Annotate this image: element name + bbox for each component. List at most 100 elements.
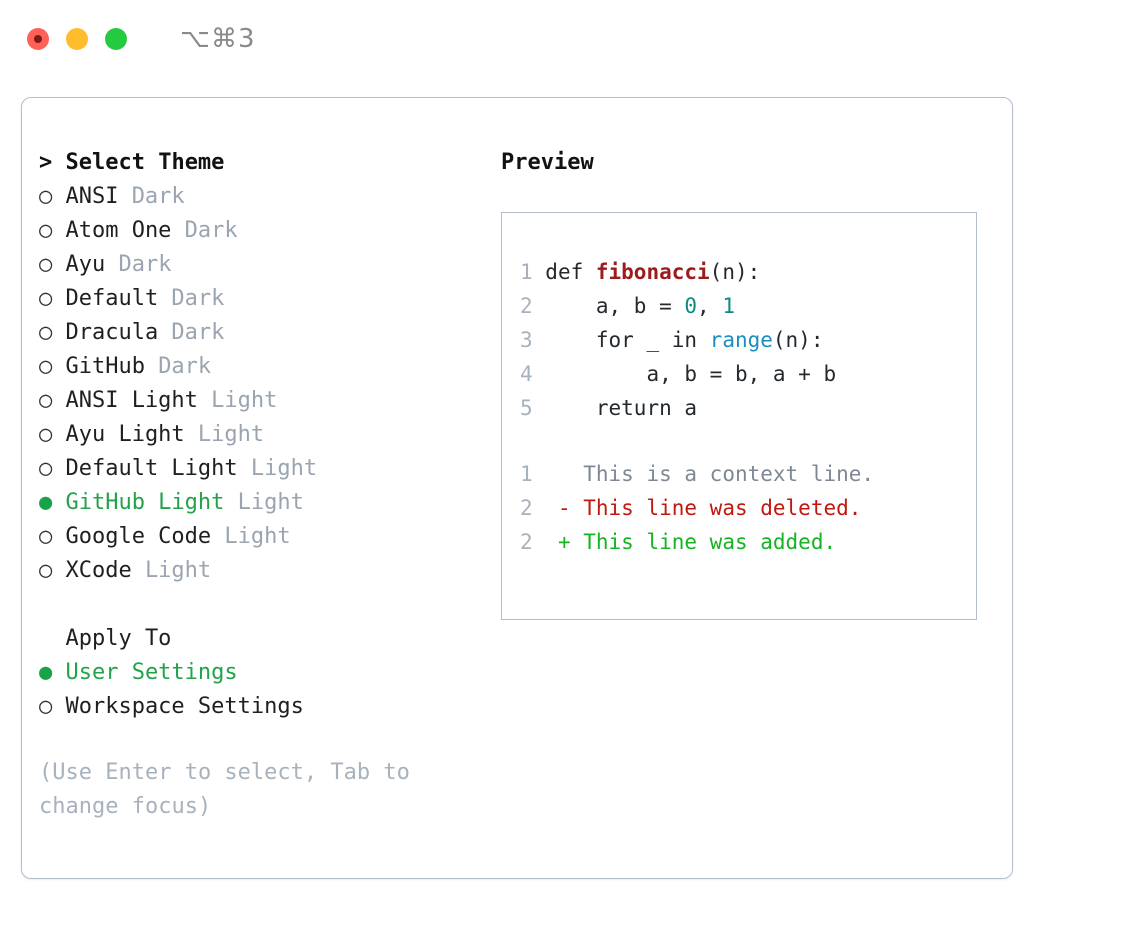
theme-list-item[interactable]: ○ Google Code Light bbox=[39, 520, 489, 554]
theme-variant-tag: Dark bbox=[171, 286, 225, 311]
theme-list-item[interactable]: ○ GitHub Dark bbox=[39, 350, 489, 384]
theme-picker: >Select Theme ○ ANSI Dark○ Atom One Dark… bbox=[39, 146, 489, 824]
window-controls bbox=[27, 28, 127, 50]
theme-list-item[interactable]: ○ Atom One Dark bbox=[39, 214, 489, 248]
theme-name: XCode bbox=[65, 558, 132, 583]
apply-to-title: Apply To bbox=[65, 626, 172, 651]
theme-list-item[interactable]: ○ ANSI Light Light bbox=[39, 384, 489, 418]
theme-picker-header: > Select Theme bbox=[39, 146, 489, 180]
zoom-button[interactable] bbox=[105, 28, 127, 50]
radio-unselected-icon: ○ bbox=[39, 320, 53, 345]
theme-variant-tag: Light bbox=[144, 558, 212, 583]
theme-name: Google Code bbox=[65, 524, 212, 549]
code-token-fn: fibonacci bbox=[595, 260, 710, 284]
code-token-plain: (n): bbox=[709, 260, 761, 284]
apply-to-label: User Settings bbox=[65, 660, 238, 685]
diff-line: 2 - This line was deleted. bbox=[520, 491, 976, 525]
diff-text: This is a context line. bbox=[583, 462, 875, 486]
theme-name: Default bbox=[65, 286, 159, 311]
radio-unselected-icon: ○ bbox=[39, 184, 53, 209]
theme-variant-tag: Light bbox=[224, 524, 291, 549]
theme-name: GitHub Light bbox=[65, 490, 225, 515]
theme-name: Dracula bbox=[65, 320, 159, 345]
code-line: 5 return a bbox=[520, 391, 976, 425]
code-line-number: 1 bbox=[520, 260, 533, 284]
radio-unselected-icon: ○ bbox=[39, 354, 53, 379]
code-token-plain: return a bbox=[545, 396, 698, 420]
code-diff-spacer bbox=[520, 425, 976, 457]
diff-line: 2 + This line was added. bbox=[520, 525, 976, 559]
apply-to-list: ● User Settings○ Workspace Settings bbox=[39, 656, 489, 724]
theme-list: ○ ANSI Dark○ Atom One Dark○ Ayu Dark○ De… bbox=[39, 180, 489, 588]
theme-variant-tag: Dark bbox=[118, 252, 172, 277]
theme-name: GitHub bbox=[65, 354, 145, 379]
theme-variant-tag: Dark bbox=[131, 184, 185, 209]
radio-unselected-icon: ○ bbox=[39, 388, 53, 413]
radio-selected-icon: ● bbox=[39, 660, 53, 685]
theme-variant-tag: Dark bbox=[158, 354, 212, 379]
apply-to-option[interactable]: ○ Workspace Settings bbox=[39, 690, 489, 724]
code-line-number: 5 bbox=[520, 396, 533, 420]
code-token-plain: , bbox=[697, 294, 723, 318]
theme-variant-tag: Light bbox=[250, 456, 318, 481]
preview-pane: Preview 1 def fibonacci(n):2 a, b = 0, 1… bbox=[501, 146, 981, 620]
code-token-plain: def bbox=[545, 260, 596, 284]
main-panel: >Select Theme ○ ANSI Dark○ Atom One Dark… bbox=[21, 97, 1013, 879]
code-line-number: 4 bbox=[520, 362, 533, 386]
code-token-call: range bbox=[709, 328, 773, 352]
keyboard-hint: (Use Enter to select, Tab to change focu… bbox=[39, 760, 410, 819]
radio-selected-icon: ● bbox=[39, 490, 53, 515]
radio-unselected-icon: ○ bbox=[39, 558, 53, 583]
theme-variant-tag: Dark bbox=[184, 218, 238, 243]
code-token-num: 1 bbox=[722, 294, 735, 318]
theme-list-item[interactable]: ○ Ayu Dark bbox=[39, 248, 489, 282]
radio-unselected-icon: ○ bbox=[39, 252, 53, 277]
code-line: 4 a, b = b, a + b bbox=[520, 357, 976, 391]
radio-unselected-icon: ○ bbox=[39, 218, 53, 243]
radio-unselected-icon: ○ bbox=[39, 422, 53, 447]
diff-line: 1 This is a context line. bbox=[520, 457, 976, 491]
theme-list-item[interactable]: ○ Ayu Light Light bbox=[39, 418, 489, 452]
diff-text: This line was deleted. bbox=[583, 496, 862, 520]
theme-variant-tag: Light bbox=[237, 490, 304, 515]
code-token-num: 0 bbox=[684, 294, 698, 318]
theme-name: ANSI bbox=[65, 184, 119, 209]
code-line: 1 def fibonacci(n): bbox=[520, 255, 976, 289]
theme-list-item[interactable]: ● GitHub Light Light bbox=[39, 486, 489, 520]
diff-sign: + bbox=[557, 530, 571, 554]
radio-unselected-icon: ○ bbox=[39, 286, 53, 311]
apply-to-option[interactable]: ● User Settings bbox=[39, 656, 489, 690]
diff-line-number: 1 bbox=[520, 462, 533, 486]
code-line: 3 for _ in range(n): bbox=[520, 323, 976, 357]
theme-list-item[interactable]: ○ Dracula Dark bbox=[39, 316, 489, 350]
diff-sign bbox=[558, 462, 571, 486]
minimize-button[interactable] bbox=[66, 28, 88, 50]
theme-list-item[interactable]: ○ Default Light Light bbox=[39, 452, 489, 486]
diff-sample: 1 This is a context line.2 - This line w… bbox=[520, 457, 976, 559]
radio-unselected-icon: ○ bbox=[39, 524, 53, 549]
code-token-plain: a, b = bbox=[545, 294, 685, 318]
preview-title: Preview bbox=[501, 150, 594, 175]
code-token-plain: for _ in bbox=[545, 328, 710, 352]
list-spacer bbox=[39, 588, 489, 622]
theme-list-item[interactable]: ○ ANSI Dark bbox=[39, 180, 489, 214]
code-line: 2 a, b = 0, 1 bbox=[520, 289, 976, 323]
prompt-caret-icon: > bbox=[39, 150, 53, 175]
theme-picker-title: Select Theme bbox=[65, 150, 225, 175]
theme-list-item[interactable]: ○ XCode Light bbox=[39, 554, 489, 588]
theme-variant-tag: Light bbox=[211, 388, 278, 413]
theme-name: Ayu bbox=[65, 252, 106, 277]
code-token-plain: (n): bbox=[772, 328, 824, 352]
title-bar: ⌥⌘3 bbox=[0, 0, 1140, 78]
theme-name: Atom One bbox=[65, 218, 172, 243]
apply-to-header: Apply To bbox=[39, 622, 489, 656]
theme-list-item[interactable]: ○ Default Dark bbox=[39, 282, 489, 316]
diff-line-number: 2 bbox=[520, 496, 533, 520]
code-line-number: 2 bbox=[520, 294, 533, 318]
diff-line-number: 2 bbox=[520, 530, 533, 554]
close-button[interactable] bbox=[27, 28, 49, 50]
theme-name: Ayu Light bbox=[65, 422, 185, 447]
